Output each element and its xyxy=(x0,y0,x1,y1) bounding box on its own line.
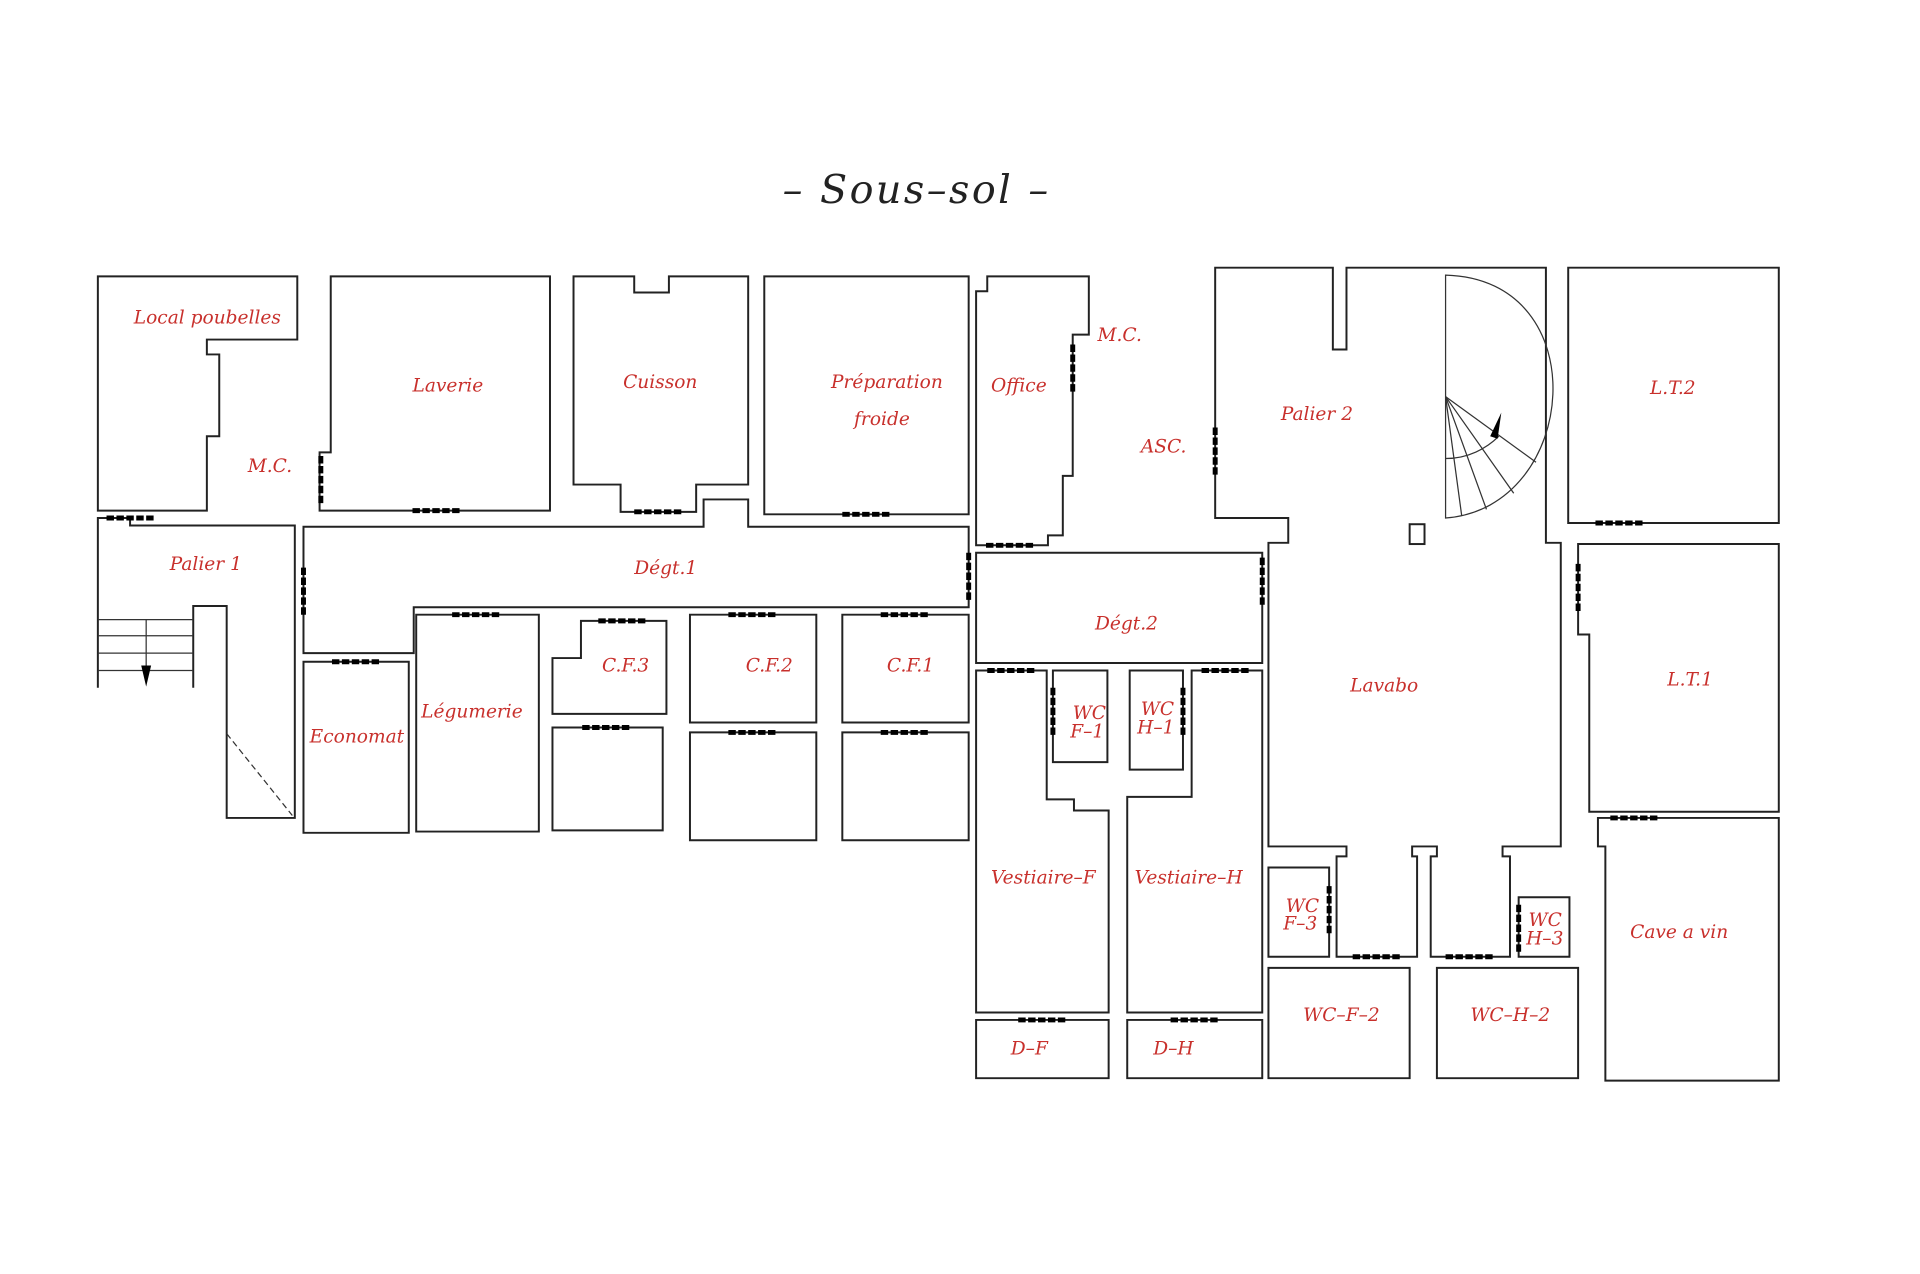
label-lt2: L.T.2 xyxy=(1649,378,1696,399)
room-cf1-annex xyxy=(841,731,970,842)
label-wc-f1: F–1 xyxy=(1069,721,1104,742)
label-wc-f3: WC xyxy=(1286,896,1319,917)
label-legumerie: Légumerie xyxy=(420,702,523,723)
room-vestiaire-h xyxy=(1126,669,1264,1014)
room-degt-1 xyxy=(302,498,970,655)
room-palier-2-lavabo xyxy=(1214,266,1562,958)
label-laverie: Laverie xyxy=(411,376,483,397)
room-wc-f3 xyxy=(1267,866,1331,958)
room-lt1 xyxy=(1577,543,1780,813)
stairs-1 xyxy=(97,619,293,816)
label-lt1: L.T.1 xyxy=(1666,669,1713,690)
label-office: Office xyxy=(991,376,1047,397)
label-palier-2: Palier 2 xyxy=(1280,404,1353,425)
label-cf3: C.F.3 xyxy=(602,656,649,677)
room-lt2 xyxy=(1567,266,1780,524)
label-degt-1: Dégt.1 xyxy=(633,558,697,579)
label-mc: M.C. xyxy=(1096,325,1141,346)
room-vestiaire-f xyxy=(975,669,1110,1014)
room-wc-h1 xyxy=(1128,669,1184,771)
plan-title: – Sous–sol – xyxy=(783,167,1051,213)
label-mc: M.C. xyxy=(247,456,292,477)
label-wc-f3: F–3 xyxy=(1282,913,1317,934)
label-d-f: D–F xyxy=(1010,1039,1049,1060)
room-office xyxy=(975,275,1090,547)
label-local-poubelles: Local poubelles xyxy=(133,307,281,328)
stairs-arrow-icon xyxy=(1490,412,1502,439)
column xyxy=(1408,523,1426,546)
label-cf2: C.F.2 xyxy=(746,656,793,677)
room-preparation-froide xyxy=(763,275,970,516)
room-d-h xyxy=(1126,1018,1264,1080)
label-palier-1: Palier 1 xyxy=(169,554,242,575)
doors xyxy=(106,344,1660,1023)
label-cuisson: Cuisson xyxy=(623,372,697,393)
room-local-poubelles xyxy=(96,275,299,512)
label-wc-f1: WC xyxy=(1073,703,1106,724)
label-degt-2: Dégt.2 xyxy=(1094,614,1158,635)
stairs-arrow-icon xyxy=(141,665,152,687)
label-economat: Economat xyxy=(309,726,405,747)
label-vestiaire-f: Vestiaire–F xyxy=(991,868,1097,889)
room-cf2-annex xyxy=(688,731,818,842)
label-vestiaire-h: Vestiaire–H xyxy=(1135,868,1244,889)
label-froide: froide xyxy=(852,409,910,430)
room-cf3 xyxy=(551,619,668,715)
label-wc-h1: WC xyxy=(1141,699,1174,720)
room-cuisson xyxy=(572,275,750,513)
label-cf1: C.F.1 xyxy=(887,656,934,677)
room-cf3-annex xyxy=(551,726,664,832)
room-labels: Local poubelles M.C. Laverie Cuisson Pré… xyxy=(133,307,1728,1059)
label-wc-h3: WC xyxy=(1529,910,1562,931)
room-wc-h2 xyxy=(1435,966,1580,1080)
spiral-staircase xyxy=(1444,274,1554,519)
label-d-h: D–H xyxy=(1152,1039,1194,1060)
label-preparation: Préparation xyxy=(830,372,943,393)
room-degt-2 xyxy=(975,551,1264,665)
label-cave-a-vin: Cave a vin xyxy=(1630,922,1728,943)
room-laverie xyxy=(318,275,551,512)
label-wc-f2: WC–F–2 xyxy=(1303,1005,1380,1026)
room-wc-f2 xyxy=(1267,966,1411,1080)
label-asc: ASC. xyxy=(1139,436,1187,457)
label-wc-h1: H–1 xyxy=(1136,718,1174,739)
label-wc-h2: WC–H–2 xyxy=(1470,1005,1550,1026)
room-legumerie xyxy=(415,613,540,833)
label-wc-h3: H–3 xyxy=(1525,928,1563,949)
label-lavabo: Lavabo xyxy=(1349,676,1418,697)
room-cave-a-vin xyxy=(1596,816,1780,1082)
